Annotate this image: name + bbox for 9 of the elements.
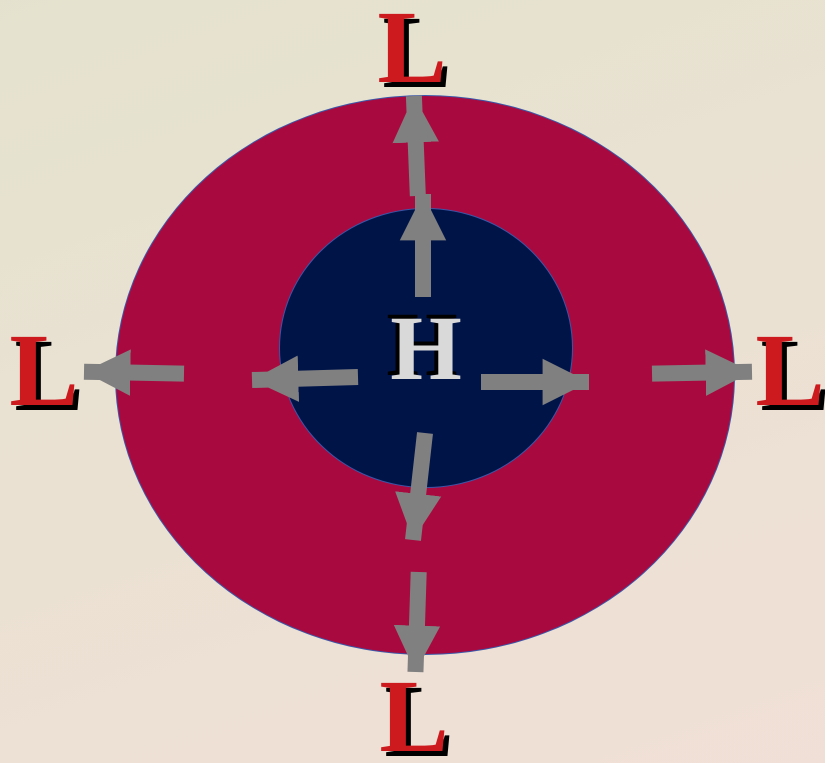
arrow — [392, 96, 439, 196]
arrow — [652, 349, 752, 396]
pressure-letter: L — [379, 665, 449, 763]
pressure-letter: L — [755, 319, 825, 423]
arrow — [394, 572, 440, 672]
pressure-letter: L — [377, 0, 447, 100]
pressure-letter: H — [390, 302, 462, 394]
arrow — [84, 349, 184, 396]
pressure-letter: L — [9, 319, 79, 423]
